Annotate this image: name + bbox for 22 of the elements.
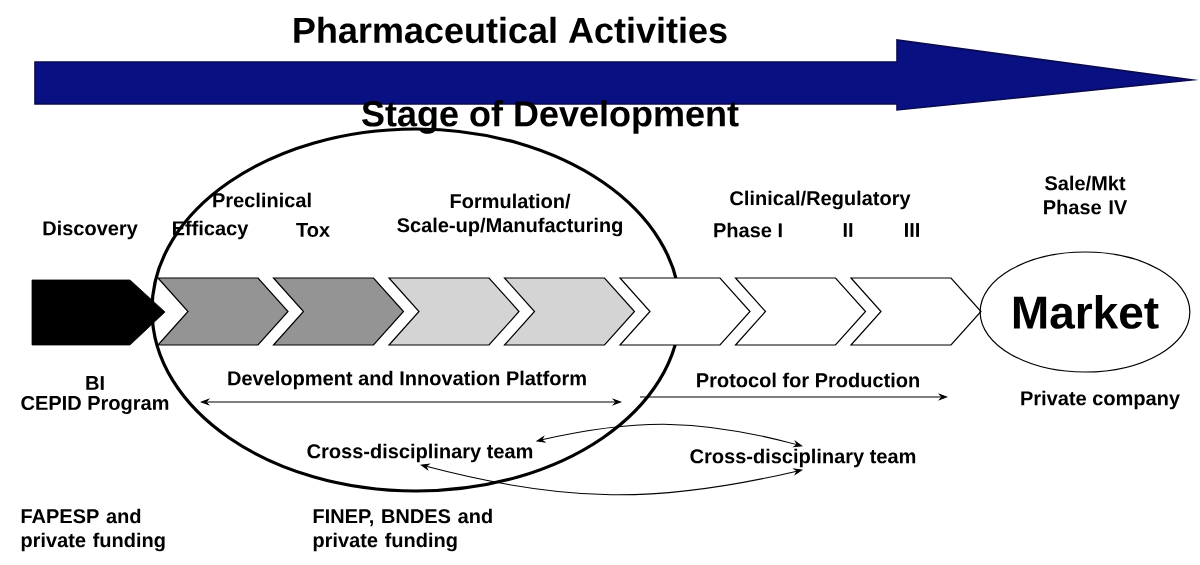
label-text: Private company [1021,390,1180,410]
label-text: III [905,223,920,237]
label-text: II [843,223,853,237]
label-text: Sale/Mkt Phase IV [1044,175,1128,215]
curved-arrow [536,423,803,448]
curved-arrow [420,463,803,496]
label-text: BI [86,376,104,390]
label-text: CEPID Program [21,395,169,415]
label-text: Discovery [43,220,138,240]
label-text: Development and Innovation Platform [228,370,586,390]
team-text: Cross-disciplinary team [690,448,916,468]
heading-text: Stage of Development [362,100,739,134]
label-text: Preclinical [213,192,311,208]
label-text: Clinical/Regulatory [730,190,911,210]
label-text: FAPESP and private funding [21,508,165,552]
team-text: Cross-disciplinary team [307,443,533,463]
label-text: Formulation/ Scale-up/Manufacturing [397,193,622,237]
label-text: Phase I [714,222,782,238]
label-text: Tox [296,223,330,237]
heading-text: Pharmaceutical Activities [294,16,727,44]
label-text: FINEP, BNDES and private funding [313,508,492,552]
label-text: Protocol for Production [697,372,919,388]
